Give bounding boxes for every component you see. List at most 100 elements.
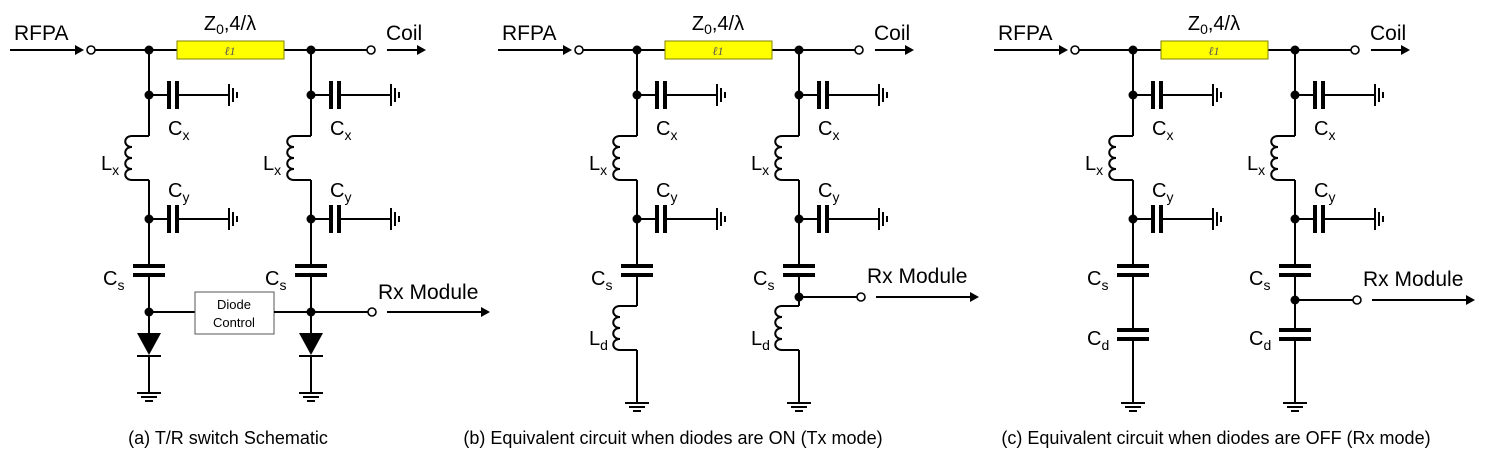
- junction-dot: [632, 214, 642, 224]
- coil-label: Coil: [1370, 22, 1406, 45]
- shunt-capacitor: [1290, 205, 1384, 233]
- arrow-head: [417, 45, 426, 55]
- cd-label-main: C: [1087, 328, 1101, 350]
- arrow-head: [905, 45, 914, 55]
- transmission-line-label-part: Z: [204, 13, 216, 35]
- lx-label: Lx: [751, 153, 769, 178]
- cx-label: Cx: [818, 118, 839, 143]
- transmission-line-label: Z0,4/λ: [692, 13, 744, 37]
- shunt-capacitor: [306, 81, 400, 109]
- inductor-coil: [774, 135, 783, 181]
- cs-label-main: C: [103, 268, 117, 290]
- lx-label-sub: x: [112, 162, 119, 178]
- inductor-coil: [612, 135, 621, 181]
- ground-icon: [716, 84, 726, 106]
- ground-icon: [299, 392, 323, 402]
- transmission-line-label-part: Z: [1188, 13, 1200, 35]
- inductor-coil: [612, 305, 621, 351]
- cy-label-sub: y: [832, 189, 839, 205]
- cs-label-main: C: [1249, 268, 1263, 290]
- ground-icon: [1283, 402, 1307, 412]
- cx-label-main: C: [1152, 118, 1166, 140]
- cx-label-main: C: [818, 118, 832, 140]
- junction-dot: [794, 90, 804, 100]
- lx-label: Lx: [263, 153, 281, 178]
- junction-dot: [1128, 214, 1138, 224]
- ground-icon: [1212, 208, 1222, 230]
- inductor: [774, 305, 783, 351]
- lx-label: Lx: [101, 153, 119, 178]
- rfpa-label: RFPA: [14, 22, 68, 45]
- lx-label-main: L: [101, 153, 112, 175]
- cy-label: Cy: [1152, 180, 1173, 205]
- inductor-coil: [1108, 135, 1117, 181]
- cd-label-main: C: [1249, 328, 1263, 350]
- rx-arrow: [1372, 295, 1475, 305]
- junction-dot: [306, 214, 316, 224]
- diode-triangle: [299, 333, 323, 355]
- cx-label-main: C: [168, 118, 182, 140]
- lx-label-sub: x: [274, 162, 281, 178]
- cs-label-sub: s: [767, 277, 774, 293]
- rfpa-arrow: [10, 45, 84, 55]
- rx-module-label: Rx Module: [378, 281, 478, 304]
- cs-label: Cs: [1249, 268, 1270, 293]
- inductor: [124, 135, 133, 181]
- arrow-head: [75, 45, 84, 55]
- transmission-line-symbol: ℓ1: [225, 44, 236, 58]
- cx-label-sub: x: [182, 127, 189, 143]
- arrow-head: [1059, 45, 1068, 55]
- cs-label: Cs: [265, 268, 286, 293]
- cs-label: Cs: [1087, 268, 1108, 293]
- transmission-line-label-part: 0: [1200, 21, 1208, 37]
- inductor-coil: [286, 135, 295, 181]
- arrow-head: [1466, 295, 1475, 305]
- arrow-head: [970, 292, 979, 302]
- cy-label: Cy: [818, 180, 839, 205]
- ld-label-main: L: [589, 328, 600, 350]
- arrow-head: [481, 307, 490, 317]
- lx-label-sub: x: [600, 162, 607, 178]
- cy-label-sub: y: [1328, 189, 1335, 205]
- coil-arrow: [875, 45, 914, 55]
- cy-label-main: C: [818, 180, 832, 202]
- ground-icon: [390, 84, 400, 106]
- inductor: [1108, 135, 1117, 181]
- lx-label-main: L: [751, 153, 762, 175]
- junction-dot: [144, 214, 154, 224]
- lx-label-sub: x: [1096, 162, 1103, 178]
- cy-label-main: C: [330, 180, 344, 202]
- cx-label: Cx: [656, 118, 677, 143]
- cy-label-sub: y: [182, 189, 189, 205]
- rx-arrow: [387, 307, 490, 317]
- lx-label-sub: x: [1258, 162, 1265, 178]
- inductor-coil: [1270, 135, 1279, 181]
- transmission-line-label-part: 0: [704, 21, 712, 37]
- transmission-line-label-part: ,4/λ: [712, 13, 744, 35]
- ld-label: Ld: [589, 328, 608, 353]
- ground-icon: [137, 392, 161, 402]
- inductor: [612, 135, 621, 181]
- transmission-line-label-part: Z: [692, 13, 704, 35]
- inductor-coil: [124, 135, 133, 181]
- series-capacitor: [295, 264, 327, 277]
- rx-arrow: [876, 292, 979, 302]
- cd-label: Cd: [1249, 328, 1271, 353]
- cx-label-main: C: [330, 118, 344, 140]
- series-capacitor: [1117, 264, 1149, 277]
- ground-icon: [1374, 208, 1384, 230]
- transmission-line-label-part: ,4/λ: [1208, 13, 1240, 35]
- cx-label: Cx: [330, 118, 351, 143]
- cd-label-sub: d: [1101, 337, 1109, 353]
- cy-label-sub: y: [1166, 189, 1173, 205]
- rx-terminal: [1352, 295, 1362, 305]
- coil-terminal: [854, 45, 864, 55]
- series-capacitor: [1117, 328, 1149, 341]
